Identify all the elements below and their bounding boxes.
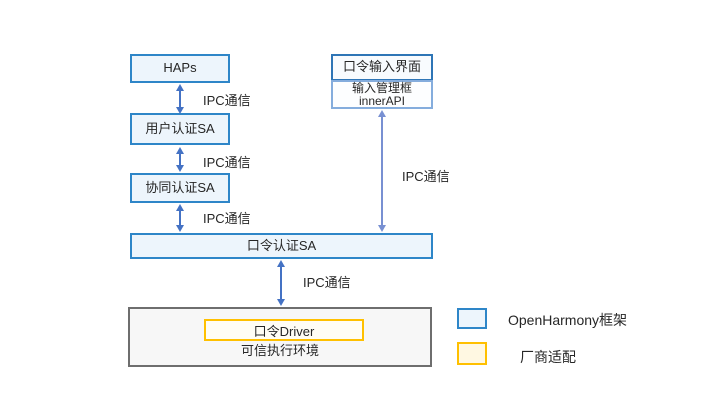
legend-label-vendor: 厂商适配 — [520, 349, 576, 365]
arrowhead-up-icon — [176, 84, 184, 91]
ipc-label-4: IPC通信 — [402, 169, 450, 184]
arrowhead-down-icon — [277, 299, 285, 306]
legend-label-framework: OpenHarmony框架 — [508, 312, 628, 328]
arrowhead-down-icon — [176, 225, 184, 232]
node-user-auth-sa: 用户认证SA — [130, 113, 230, 145]
ipc-label-5: IPC通信 — [303, 275, 351, 290]
arrowhead-down-icon — [378, 225, 386, 232]
legend-swatch-framework — [457, 308, 487, 329]
ipc-label-2: IPC通信 — [203, 155, 251, 170]
node-pin-input-ui: 口令输入界面 — [331, 54, 433, 81]
arrowhead-up-icon — [176, 147, 184, 154]
arrowhead-up-icon — [277, 260, 285, 267]
arrow-shaft — [179, 210, 181, 226]
ipc-label-1: IPC通信 — [203, 93, 251, 108]
arrow-shaft — [381, 116, 383, 226]
node-input-manager-line1: 输入管理框 — [351, 80, 412, 95]
node-pin-driver: 口令Driver — [204, 319, 364, 341]
node-coauth-sa: 协同认证SA — [130, 173, 230, 203]
legend-swatch-vendor — [457, 342, 487, 365]
arrowhead-down-icon — [176, 165, 184, 172]
node-pin-auth-sa: 口令认证SA — [130, 233, 433, 259]
arrowhead-down-icon — [176, 107, 184, 114]
arrowhead-up-icon — [378, 110, 386, 117]
arrow-shaft — [179, 153, 181, 166]
node-input-manager: 输入管理框 innerAPI — [331, 80, 433, 109]
tee-container: 口令Driver 可信执行环境 — [128, 307, 432, 367]
node-haps: HAPs — [130, 54, 230, 83]
ipc-label-3: IPC通信 — [203, 211, 251, 226]
node-input-manager-line2: innerAPI — [358, 93, 406, 108]
tee-label: 可信执行环境 — [240, 343, 319, 358]
arrow-shaft — [280, 266, 282, 300]
arrowhead-up-icon — [176, 204, 184, 211]
arrow-shaft — [179, 90, 181, 108]
